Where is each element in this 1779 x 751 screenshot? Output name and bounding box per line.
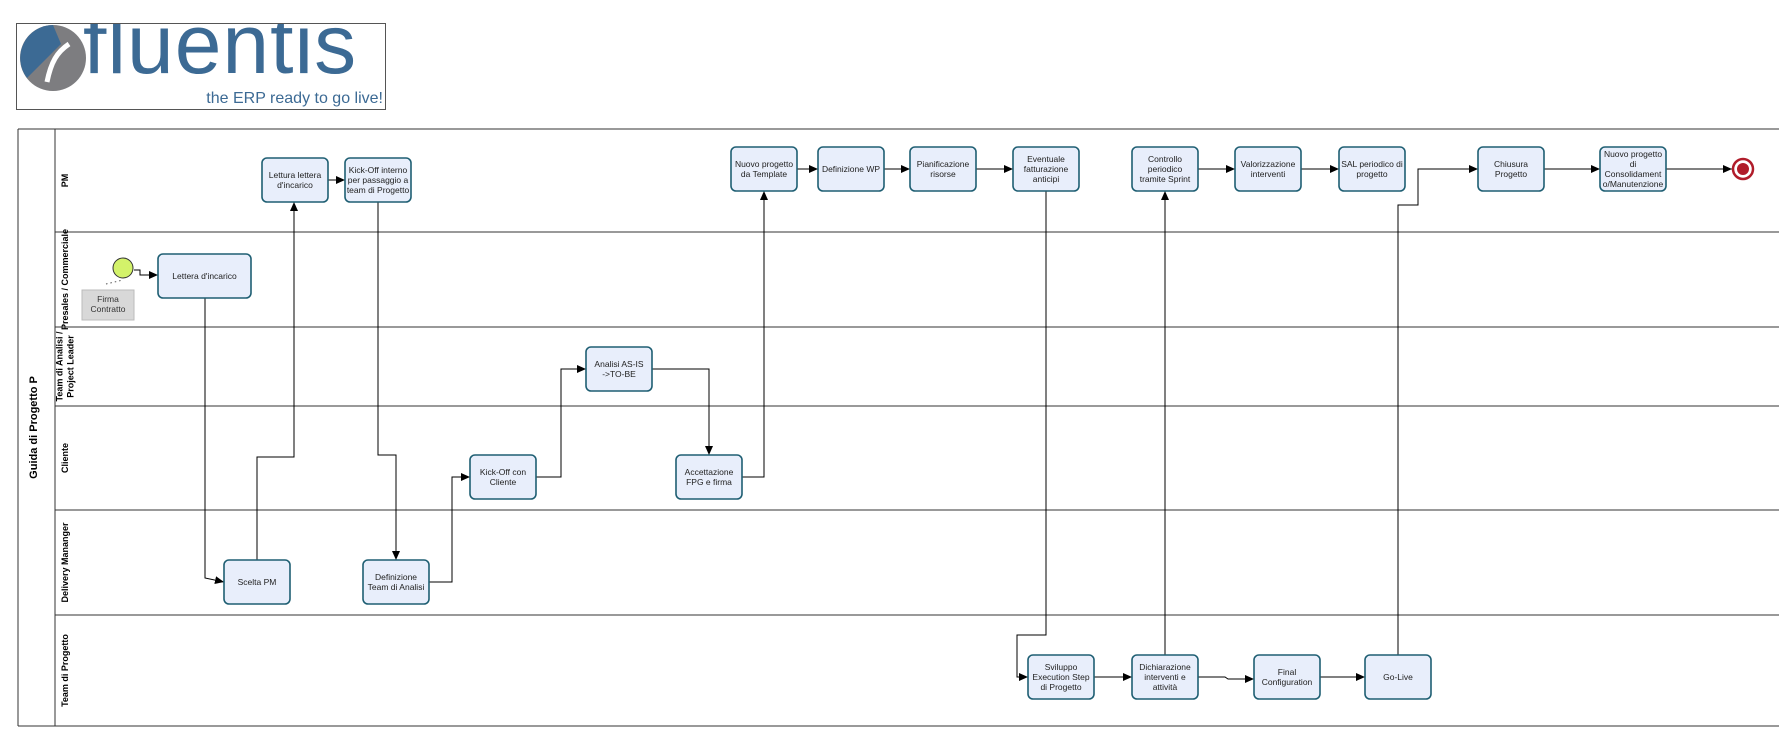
task-box [585,346,653,392]
start-event [112,257,134,279]
task-box [1131,146,1199,192]
sequence-flow-arrow [742,191,768,478]
sequence-flow-arrow [652,368,713,455]
task-box [223,559,291,605]
pool-title: Guida di Progetto P [28,376,40,479]
task-box [730,146,798,192]
logo-tagline: the ERP ready to go live! [206,90,383,107]
task-label: Scelta PM [238,577,277,587]
lane-label-cliente: Cliente [60,443,70,473]
task-box [1364,654,1432,700]
task-golive: Go-Live [1364,654,1432,700]
task-box [817,146,885,192]
lane-label-pm: PM [60,174,70,188]
task-box [1027,654,1095,700]
lane-label-analisi: Team di Analisi /Project Leader [55,331,76,402]
end-event-core [1737,163,1749,175]
task-box [469,454,537,500]
task-box [675,454,743,500]
sequence-flow-arrow [377,202,400,560]
task-label: Lettera d'incarico [172,271,237,281]
task-box [261,157,329,203]
task-defwp: Definizione WP [817,146,885,192]
sequence-flow-arrow [134,269,158,279]
task-box [1599,146,1667,192]
fluentis-logo: fluentis the ERP ready to go live! [16,23,386,110]
task-box [344,157,412,203]
task-analisi: Analisi AS-IS->TO-BE [585,346,653,392]
task-label: Go-Live [1383,672,1413,682]
task-scelta: Scelta PM [223,559,291,605]
sequence-flow-arrow [256,202,298,560]
task-box [157,253,252,299]
task-label: Definizione WP [822,164,880,174]
task-box [1012,146,1080,192]
logo-mark-icon [20,25,86,91]
sequence-flow-arrow [429,473,470,583]
task-box [362,559,430,605]
task-box [1234,146,1302,192]
task-lettera: Lettera d'incarico [157,253,252,299]
lane-label-delivery: Delivery Mananger [60,522,70,603]
logo-wordmark: fluentis [83,23,358,91]
task-label: Analisi AS-IS->TO-BE [594,359,643,379]
task-box [1338,146,1406,192]
sequence-flow-arrow [1198,675,1254,683]
annotation-association [105,279,124,285]
task-box [1477,146,1545,192]
sequence-flow-arrow [1016,191,1047,681]
annotation-firma-contratto [81,289,135,321]
sequence-flow-arrow [1397,165,1478,655]
lane-label-progetto: Team di Progetto [60,634,70,707]
task-box [1131,654,1199,700]
sequence-flow-arrow [536,365,586,478]
task-box [909,146,977,192]
sequence-flow-arrow [204,298,225,585]
lane-label-presales: Presales / Commerciale [60,229,70,330]
task-box [1253,654,1321,700]
